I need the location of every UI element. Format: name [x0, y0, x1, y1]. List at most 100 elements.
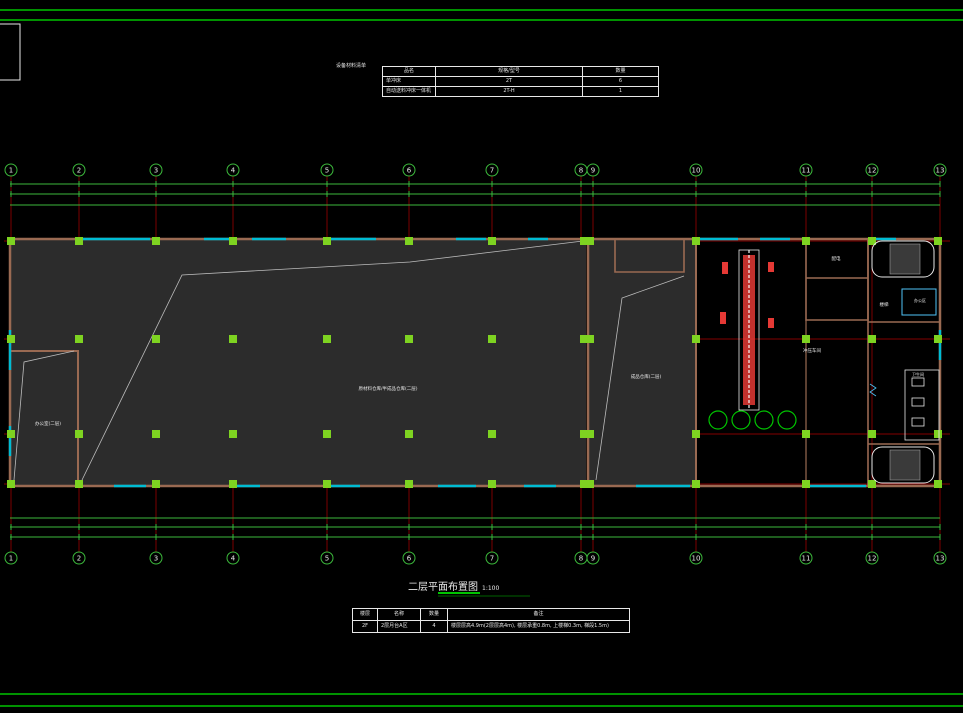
axis-bubble-label: 8 — [579, 555, 583, 563]
press-machine — [777, 410, 797, 430]
column — [802, 237, 810, 245]
axis-bubble — [4, 551, 18, 565]
wall-right-rooms — [805, 239, 869, 321]
column — [488, 237, 496, 245]
table-cell: 2F — [352, 620, 378, 633]
axis-bubble-label: 4 — [231, 555, 236, 563]
axis-bubble — [933, 163, 947, 177]
column — [75, 480, 83, 488]
table-header-cell: 数量 — [420, 608, 448, 621]
axis-bubble-label: 2 — [77, 555, 81, 563]
column — [868, 237, 876, 245]
table-cell: 2层月台A区 — [377, 620, 421, 633]
axis-bubble-label: 13 — [936, 555, 945, 563]
column — [75, 237, 83, 245]
column — [580, 480, 588, 488]
room-label-right: 成品仓库(二层) — [631, 373, 662, 380]
axis-bubble-label: 1 — [9, 555, 13, 563]
axis-bubble — [72, 163, 86, 177]
column — [229, 335, 237, 343]
axis-bubble — [799, 551, 813, 565]
table-header-row: 楼层 名称 数量 备注 — [352, 608, 630, 621]
room-label-toilet: 卫生间 — [912, 371, 924, 377]
axis-bubble — [4, 163, 18, 177]
column — [75, 430, 83, 438]
table-header-cell: 名称 — [377, 608, 421, 621]
table-row: 2F 2层月台A区 4 楼层层高4.9m(2层层高4m), 楼层承重0.8m, … — [352, 620, 630, 633]
axis-bubble — [402, 551, 416, 565]
column — [405, 430, 413, 438]
column — [229, 237, 237, 245]
axis-bubble — [320, 163, 334, 177]
drawing-title: 二层平面布置图 — [408, 581, 478, 593]
room-label-small: 配电 — [832, 255, 841, 262]
axis-bubble — [226, 163, 240, 177]
table-header-cell: 规格/型号 — [435, 66, 583, 77]
axis-bubble — [402, 163, 416, 177]
table-cell: 楼层层高4.9m(2层层高4m), 楼层承重0.8m, 上楼梯0.3m, 梯段1… — [447, 620, 630, 633]
column — [152, 335, 160, 343]
column — [802, 430, 810, 438]
dimension-lines — [10, 181, 941, 540]
column — [323, 335, 331, 343]
axis-bubble-label: 11 — [802, 167, 811, 175]
column — [580, 335, 588, 343]
press-machine — [708, 410, 728, 430]
column — [405, 480, 413, 488]
column — [323, 480, 331, 488]
table-header-row: 品名 规格/型号 数量 — [382, 66, 659, 77]
title-block-stub — [0, 23, 21, 81]
table-header-cell: 楼层 — [352, 608, 378, 621]
column — [934, 237, 942, 245]
axis-bubble-label: 3 — [154, 555, 158, 563]
table-cell: 1 — [582, 86, 659, 97]
axis-bubble-label: 4 — [231, 167, 236, 175]
column — [7, 237, 15, 245]
axis-bubble — [485, 551, 499, 565]
column — [7, 430, 15, 438]
table-cell: 单冲床 — [382, 76, 436, 87]
column — [488, 430, 496, 438]
column — [152, 430, 160, 438]
axis-bubble — [149, 163, 163, 177]
column — [934, 335, 942, 343]
column — [586, 430, 594, 438]
column — [7, 335, 15, 343]
axis-bubble — [72, 551, 86, 565]
room-label-main: 原材料仓库/半成品仓库(二层) — [358, 385, 417, 392]
column — [580, 430, 588, 438]
wall-left-room — [10, 350, 79, 486]
table-cell: 2T — [435, 76, 583, 87]
column — [580, 237, 588, 245]
column — [802, 335, 810, 343]
room-label-left: 办公室(二层) — [35, 420, 61, 427]
axis-bubble-label: 10 — [692, 555, 701, 563]
equipment-table: 品名 规格/型号 数量 单冲床 2T 6 自动送料冲床一体机 2T-H 1 — [382, 66, 659, 97]
column — [488, 480, 496, 488]
table-header-cell: 备注 — [447, 608, 630, 621]
column — [692, 237, 700, 245]
column — [868, 335, 876, 343]
column — [868, 480, 876, 488]
column — [488, 335, 496, 343]
column — [323, 430, 331, 438]
column — [586, 237, 594, 245]
axis-bubble-label: 9 — [591, 555, 595, 563]
table-cell: 4 — [420, 620, 448, 633]
axis-bubble-label: 13 — [936, 167, 945, 175]
room-label-workshop: 冲压车间 — [803, 347, 821, 354]
column — [152, 237, 160, 245]
axis-bubble-label: 1 — [9, 167, 13, 175]
axis-bubble-label: 12 — [868, 555, 877, 563]
column — [405, 335, 413, 343]
column — [7, 480, 15, 488]
column — [934, 430, 942, 438]
axis-bubble-label: 7 — [490, 555, 494, 563]
axis-bubble — [689, 163, 703, 177]
column — [152, 480, 160, 488]
floor-table: 楼层 名称 数量 备注 2F 2层月台A区 4 楼层层高4.9m(2层层高4m)… — [352, 608, 630, 633]
room-label-stair: 楼梯 — [880, 301, 889, 308]
column — [802, 480, 810, 488]
